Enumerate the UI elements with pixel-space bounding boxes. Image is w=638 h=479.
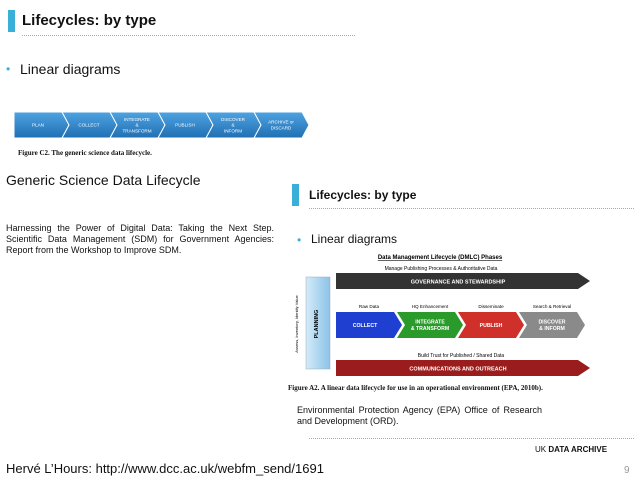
lifecycle-step-label: DISCOVER&INFORM [221, 117, 246, 134]
communications-label: COMMUNICATIONS AND OUTREACH [409, 367, 506, 373]
footer-divider [309, 438, 634, 439]
lifecycle-step-label: PLAN [32, 123, 44, 128]
manage-label: Manage Publishing Processes & Authoritat… [385, 266, 498, 272]
dmlc-sub-label: Disseminate [478, 304, 504, 309]
generic-lifecycle-diagram: PLAN COLLECT INTEGRATE&TRANSFORM PUBLISH DIS… [14, 111, 310, 139]
dmlc-phase [336, 312, 402, 338]
bullet-text-2: Linear diagrams [311, 232, 398, 246]
footer-brand-rest: DATA ARCHIVE [548, 445, 608, 454]
figure-caption-2: Figure A2. A linear data lifecycle for u… [288, 384, 543, 392]
planning-label: PLANNING [314, 310, 320, 339]
title-divider [22, 35, 355, 36]
footer-brand-uk: UK [535, 445, 547, 454]
dmlc-phase-label: COLLECT [353, 323, 378, 329]
figure-caption: Figure C2. The generic science data life… [18, 149, 152, 157]
dmlc-sub-label: HQ Enhancement [412, 304, 449, 309]
page-number: 9 [624, 465, 630, 476]
credit-text: Hervé L’Hours: http://www.dcc.ac.uk/webf… [6, 461, 324, 476]
lifecycle-step-label: PUBLISH [175, 123, 195, 128]
dmlc-phase-label: PUBLISH [480, 323, 503, 329]
lifecycle-step [253, 111, 310, 139]
dmlc-phase-label: DISCOVER& INFORM [538, 320, 565, 333]
dmlc-phase [397, 312, 463, 338]
slide-title: Lifecycles: by type [22, 12, 157, 29]
dmlc-sub-label: Raw Data [359, 304, 380, 309]
footer-brand: UK DATA ARCHIVE [535, 445, 607, 454]
dmlc-phase [458, 312, 524, 338]
source-citation-2: Environmental Protection Agency (EPA) Of… [297, 405, 542, 426]
bullet-dot: • [6, 62, 11, 76]
bullet-text: Linear diagrams [20, 61, 121, 77]
planning-box [305, 276, 331, 370]
source-citation: Harnessing the Power of Digital Data: Ta… [6, 223, 274, 255]
title-accent-bar-2 [292, 184, 299, 206]
governance-band [336, 273, 590, 289]
dmlc-diagram: Data Management Lifecycle (DMLC) Phases … [294, 255, 590, 376]
trust-label: Build Trust for Published / Shared Data [418, 353, 505, 359]
governance-label: GOVERNANCE AND STEWARDSHIP [411, 280, 506, 286]
lifecycle-step-label: COLLECT [78, 123, 99, 128]
title-divider-2 [309, 208, 634, 209]
dmlc-sub-label: Search & Retrieval [533, 304, 571, 309]
lifecycle-step-label: INTEGRATE&TRANSFORM [122, 117, 151, 134]
dmlc-phase [519, 312, 585, 338]
bullet-dot-2: • [297, 233, 302, 247]
communications-band [336, 360, 590, 376]
side-label: Assess, Inventory, Identify Value [294, 295, 299, 353]
diagram-name: Generic Science Data Lifecycle [6, 172, 201, 188]
title-accent-bar [8, 10, 15, 32]
dmlc-phase-label: INTEGRATE& TRANSFORM [411, 320, 449, 333]
dmlc-title: Data Management Lifecycle (DMLC) Phases [378, 255, 503, 261]
slide-title-2: Lifecycles: by type [309, 188, 417, 202]
